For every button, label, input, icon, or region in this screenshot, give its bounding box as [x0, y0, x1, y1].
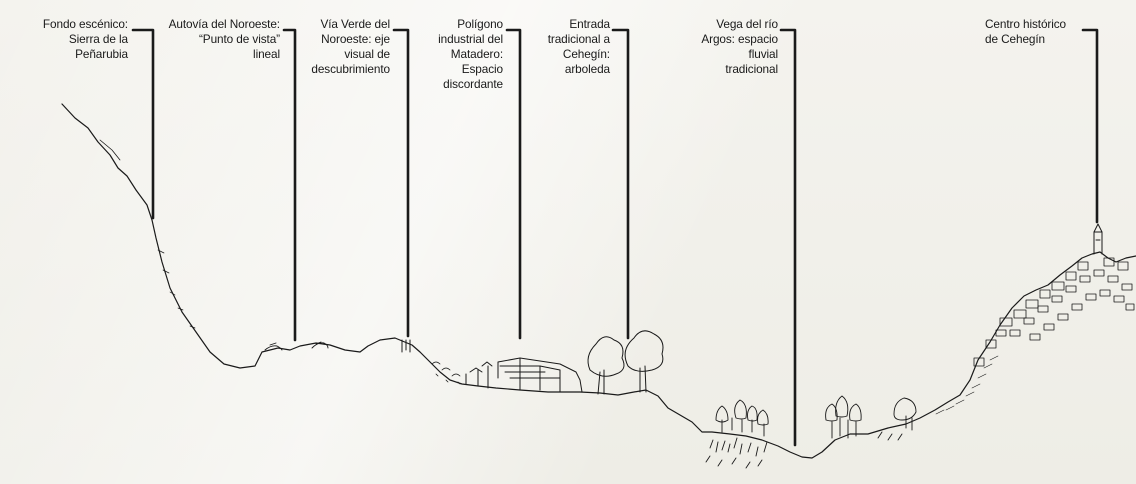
- vega-vegetation-left: [705, 399, 769, 469]
- callout-autovia-line1: Autovía del Noroeste:: [168, 17, 280, 31]
- entrada-trees: [587, 330, 664, 395]
- leader-vega: [779, 28, 797, 447]
- callout-vega-line4: tradicional: [725, 62, 778, 76]
- callout-fondo: Fondo escénico: Sierra de la Peñarubia: [20, 17, 128, 62]
- callout-centro-line1: Centro histórico: [985, 17, 1067, 31]
- leader-centro: [1081, 28, 1099, 224]
- callout-via-verde-line1: Vía Verde del: [320, 17, 390, 31]
- callout-entrada-line4: arboleda: [564, 62, 610, 76]
- callout-via-verde-line3: visual de: [344, 47, 390, 61]
- callout-poligono-line2: industrial del: [438, 32, 503, 46]
- callout-autovia-line2: “Punto de vista”: [198, 32, 280, 46]
- slope-hatching: [157, 249, 196, 329]
- leader-fondo: [131, 28, 155, 220]
- town-houses: [973, 257, 1135, 367]
- church-tower: [1093, 223, 1103, 255]
- callout-autovia-line3: lineal: [253, 47, 280, 61]
- callout-entrada-line1: Entrada: [569, 17, 610, 31]
- callout-fondo-line3: Peñarubia: [75, 47, 128, 61]
- callout-fondo-line2: Sierra de la: [68, 32, 128, 46]
- town-slope-hatching: [935, 355, 999, 415]
- callout-fondo-line1: Fondo escénico:: [42, 17, 128, 31]
- vehicles: [264, 341, 329, 351]
- sierra-ridge: [99, 139, 121, 161]
- terrain-line: [61, 103, 1136, 459]
- callout-centro-line2: de Cehegín: [985, 32, 1046, 46]
- callout-entrada-line2: tradicional a: [547, 32, 610, 46]
- leader-via-verde: [392, 28, 410, 338]
- leader-entrada: [611, 28, 630, 340]
- via-verde-marks: [401, 339, 411, 353]
- callout-poligono: Polígono industrial del Matadero: Espaci…: [415, 17, 503, 92]
- callout-entrada: Entrada tradicional a Cehegín: arboleda: [524, 17, 610, 77]
- callout-entrada-line3: Cehegín:: [562, 47, 610, 61]
- callout-poligono-line1: Polígono: [457, 17, 503, 31]
- leader-autovia: [282, 28, 297, 342]
- callout-via-verde-line2: Noroeste: eje: [321, 32, 390, 46]
- vega-vegetation-right: [825, 395, 917, 441]
- callout-vega-line2: Argos: espacio: [701, 32, 778, 46]
- low-vegetation: [431, 361, 461, 385]
- callout-vega-line1: Vega del río: [716, 17, 778, 31]
- callout-poligono-line5: discordante: [443, 77, 503, 91]
- leader-poligono: [505, 28, 522, 340]
- callout-poligono-line3: Matadero:: [450, 47, 503, 61]
- callout-poligono-line4: Espacio: [461, 62, 503, 76]
- callout-via-verde: Vía Verde del Noroeste: eje visual de de…: [296, 17, 390, 77]
- callout-via-verde-line4: descubrimiento: [311, 62, 390, 76]
- industrial-buildings: [465, 357, 583, 393]
- callout-vega-line3: fluvial: [748, 47, 779, 61]
- callout-centro: Centro histórico de Cehegín: [985, 17, 1085, 47]
- leader-lines: [131, 28, 1099, 447]
- callout-vega: Vega del río Argos: espacio fluvial trad…: [680, 17, 778, 77]
- callout-autovia: Autovía del Noroeste: “Punto de vista” l…: [150, 17, 280, 62]
